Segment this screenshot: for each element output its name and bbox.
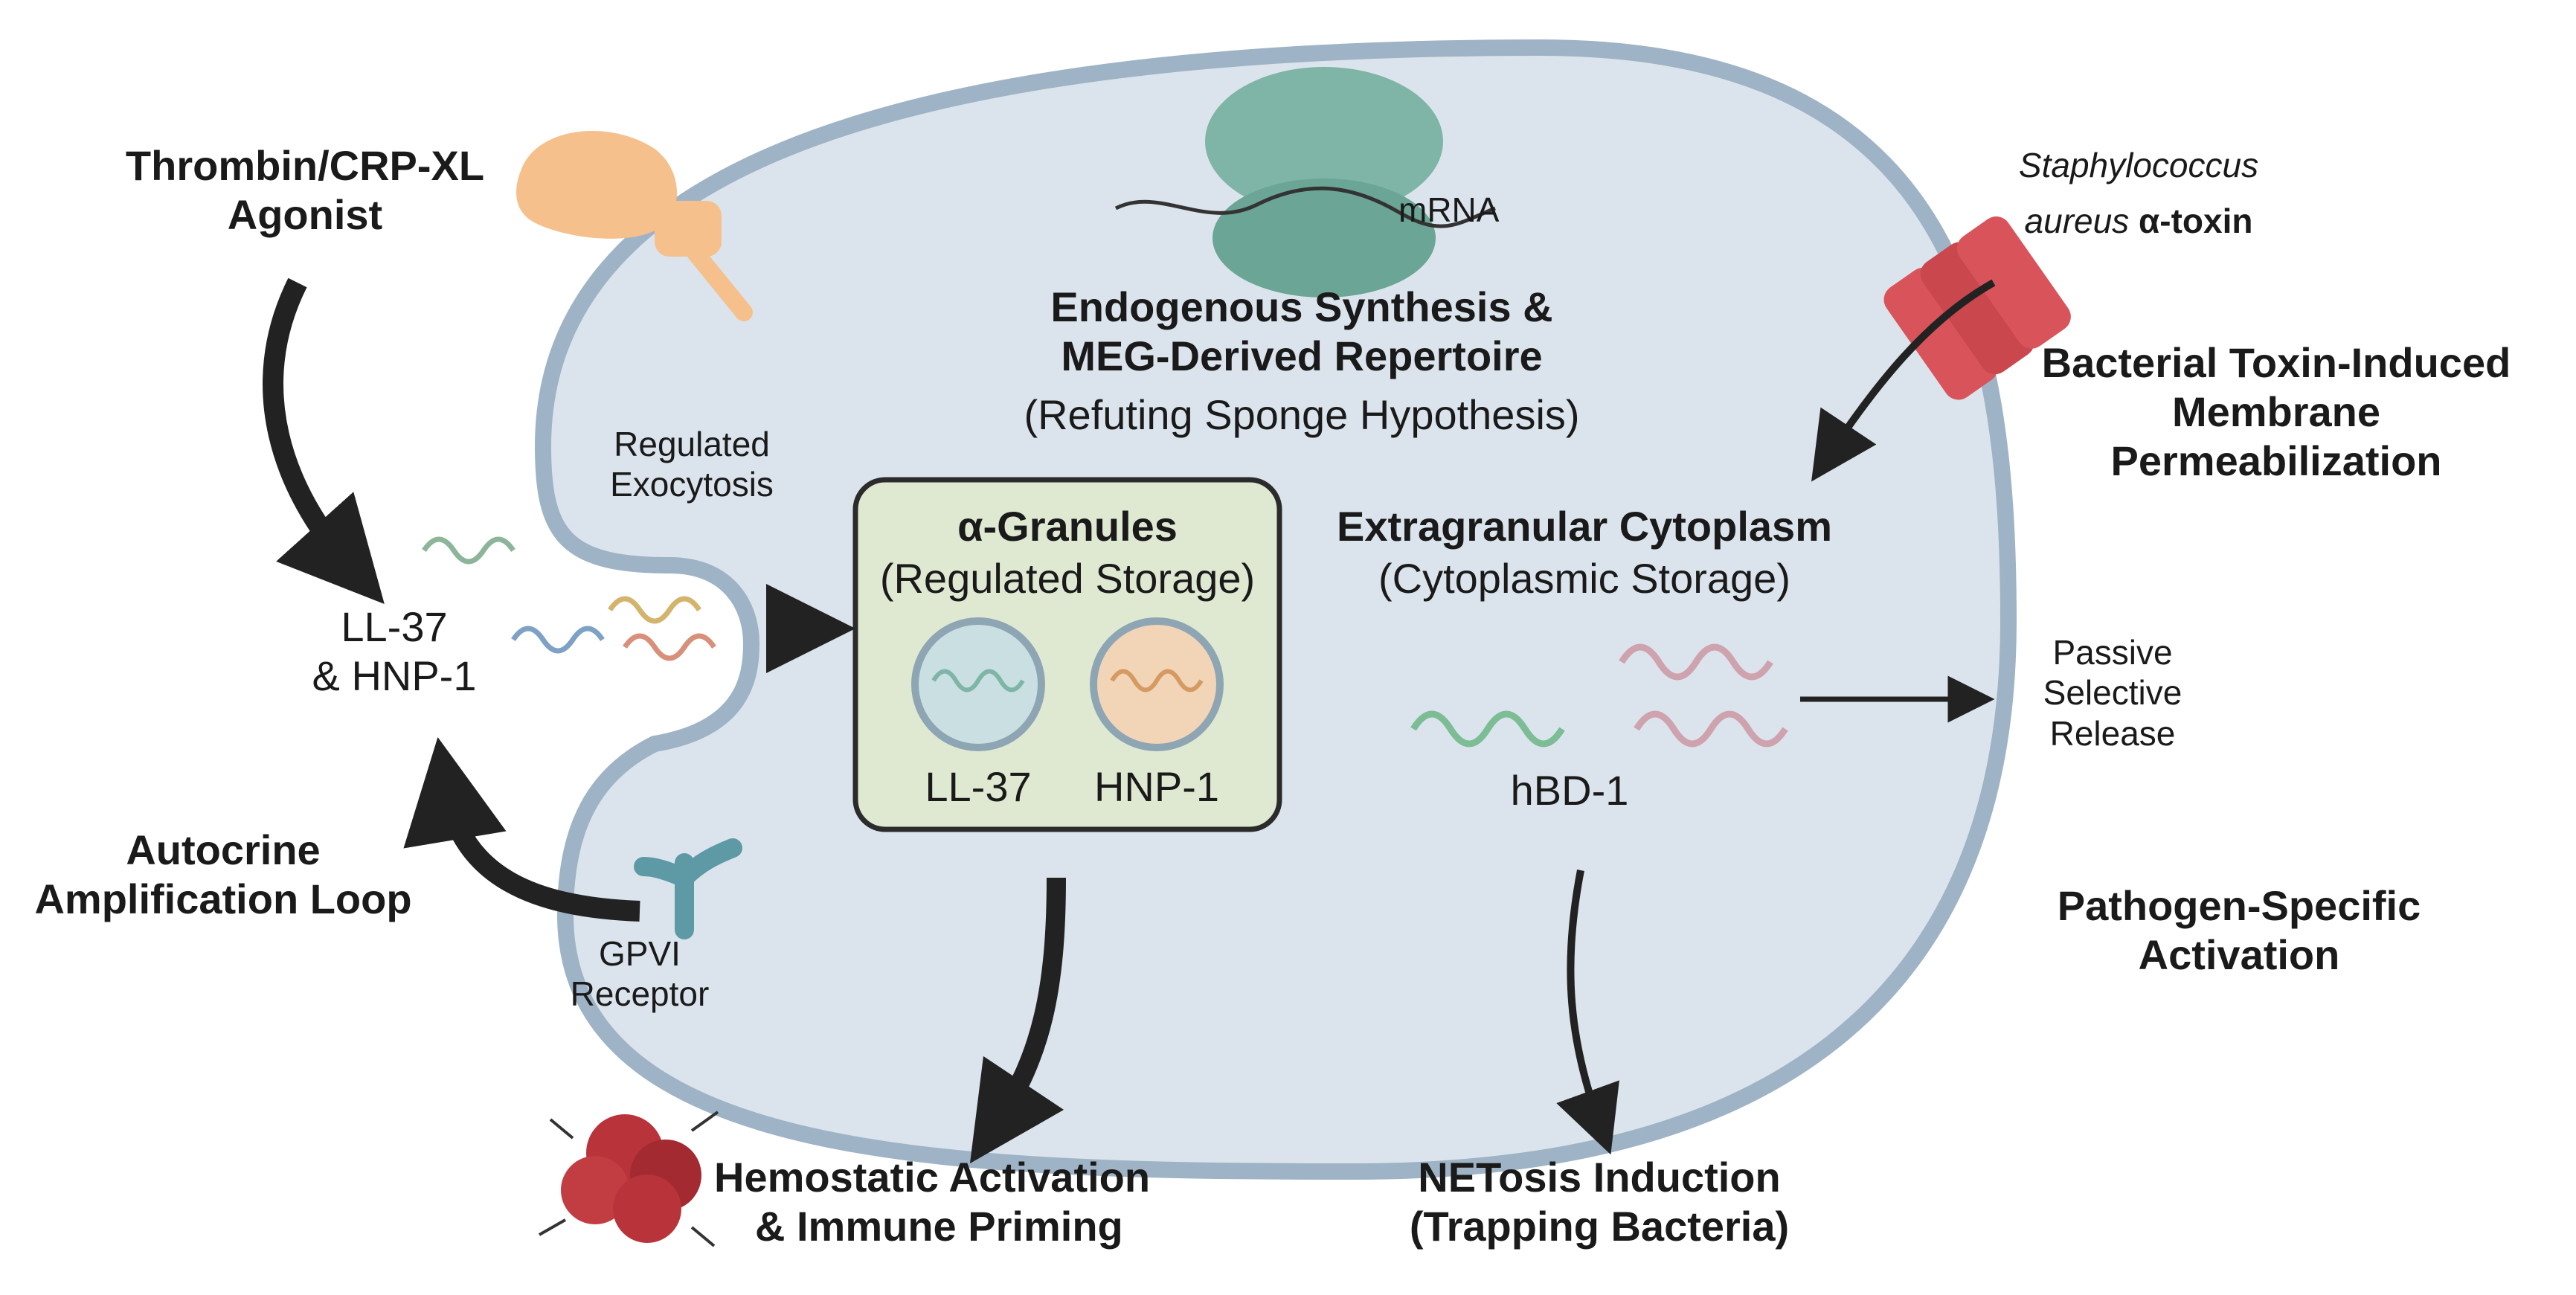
agonist-protein-icon — [516, 131, 753, 321]
hemostatic-line2: & Immune Priming — [755, 1203, 1123, 1250]
autocrine-line2: Amplification Loop — [34, 875, 412, 923]
pathogen-line2: Activation — [2138, 931, 2340, 979]
bacterial-line2: Membrane — [2171, 388, 2381, 436]
passive-release-label: Passive Selective Release — [2001, 632, 2224, 753]
exocytosis-line1: Regulated — [614, 425, 770, 463]
passive-line3: Release — [2049, 713, 2176, 753]
ribosome-icon — [1114, 67, 1496, 298]
granules-subtitle: (Regulated Storage) — [879, 555, 1256, 602]
exocytosis-line2: Exocytosis — [610, 465, 774, 504]
autocrine-label: Autocrine Amplification Loop — [15, 826, 431, 924]
agonist-label-line1: Thrombin/CRP-XL — [125, 142, 485, 189]
bacterial-label: Bacterial Toxin-Induced Membrane Permeab… — [2008, 338, 2544, 486]
ll37-granule — [911, 617, 1045, 751]
granule-ll37-label: LL-37 — [925, 763, 1032, 810]
hemostatic-line1: Hemostatic Activation — [714, 1154, 1151, 1201]
hbd1-label: hBD-1 — [1510, 767, 1629, 814]
netosis-label: NETosis Induction (Trapping Bacteria) — [1384, 1153, 1815, 1251]
bacterial-line3: Permeabilization — [2110, 437, 2442, 485]
agonist-arrow — [263, 277, 385, 605]
autocrine-arrow — [403, 736, 640, 922]
agonist-label-line2: Agonist — [227, 191, 383, 239]
pathogen-line1: Pathogen-Specific — [2057, 882, 2421, 929]
released-line2: & HNP-1 — [312, 652, 477, 700]
toxin-alpha: α-toxin — [2138, 202, 2253, 240]
synthesis-subtitle: (Refuting Sponge Hypothesis) — [1024, 391, 1580, 438]
mrna-label: mRNA — [1398, 190, 1500, 229]
granule-hnp1-label: HNP-1 — [1093, 763, 1220, 810]
netosis-line1: NETosis Induction — [1418, 1154, 1781, 1201]
synthesis-title: Endogenous Synthesis & MEG-Derived Reper… — [982, 283, 1622, 381]
pathogen-label: Pathogen-Specific Activation — [2001, 881, 2477, 980]
toxin-aureus: aureus — [2024, 202, 2130, 240]
synthesis-line1: Endogenous Synthesis & — [1050, 283, 1553, 330]
netosis-line2: (Trapping Bacteria) — [1409, 1203, 1790, 1250]
alpha-toxin-pore-icon — [1883, 216, 2071, 400]
agonist-label: Thrombin/CRP-XL Agonist — [89, 141, 521, 240]
hemostatic-label: Hemostatic Activation & Immune Priming — [714, 1153, 1265, 1251]
toxin-label-line2: aureus α-toxin — [1964, 201, 2313, 241]
toxin-label-line1: Staphylococcus — [2018, 146, 2259, 184]
released-peptides-label: LL-37 & HNP-1 — [268, 602, 521, 701]
passive-line2: Selective — [2043, 673, 2182, 713]
synthesis-line2: MEG-Derived Repertoire — [1061, 332, 1543, 380]
hnp1-granule — [1090, 617, 1224, 751]
exocytosis-label: Regulated Exocytosis — [580, 424, 803, 505]
granules-title: α-Granules — [957, 503, 1178, 550]
toxin-arrow — [1811, 279, 1996, 482]
released-peptides-icon — [422, 536, 716, 661]
bacterial-line1: Bacterial Toxin-Induced — [2041, 339, 2511, 386]
gpvi-label: GPVI Receptor — [528, 934, 751, 1015]
extragranular-subtitle: (Cytoplasmic Storage) — [1378, 555, 1790, 602]
gpvi-line2: Receptor — [570, 974, 710, 1014]
gpvi-receptor-icon — [634, 838, 742, 939]
autocrine-line1: Autocrine — [126, 826, 321, 873]
extragranular-title: Extragranular Cytoplasm — [1337, 503, 1832, 550]
passive-line1: Passive — [2052, 633, 2173, 672]
hemostatic-arrow — [969, 877, 1066, 1164]
platelet-clot-icon — [539, 1111, 719, 1247]
hbd1-peptides-icon — [1410, 643, 1788, 748]
gpvi-line1: GPVI — [599, 934, 681, 973]
released-line1: LL-37 — [341, 603, 448, 650]
netosis-arrow — [1556, 870, 1619, 1155]
